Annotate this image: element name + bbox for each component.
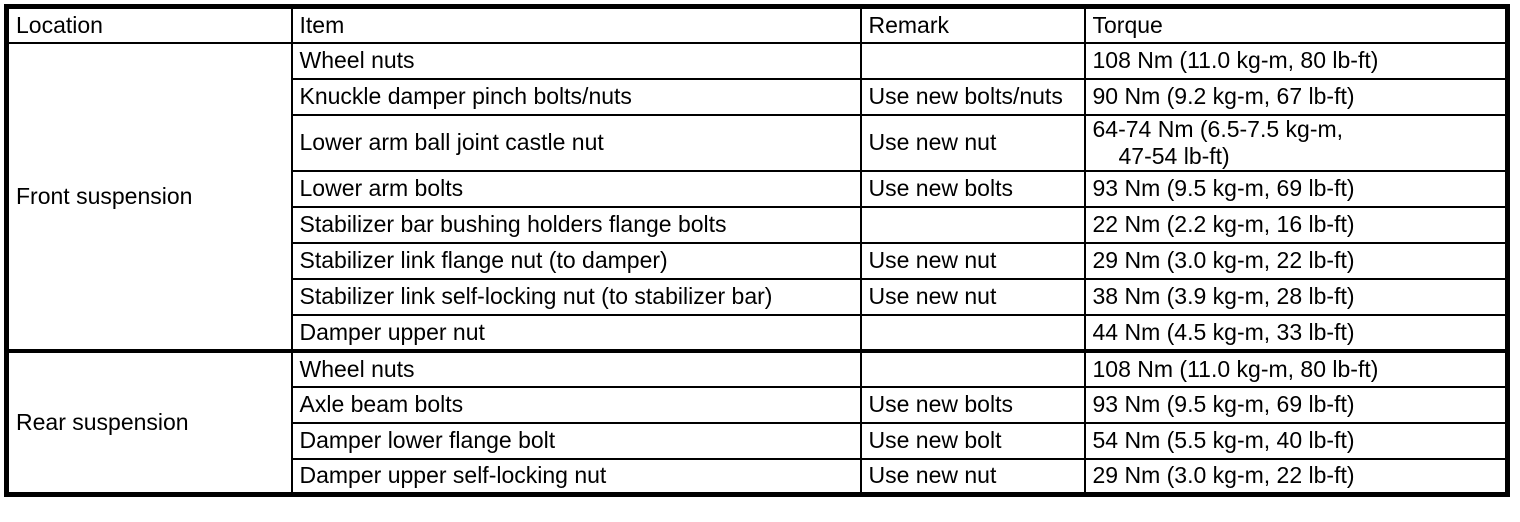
location-cell: Rear suspension	[6, 348, 293, 496]
column-header-location: Location	[6, 5, 293, 44]
torque-line-1: 64-74 Nm (6.5-7.5 kg-m,	[1092, 115, 1344, 142]
remark-cell: Use new bolt	[859, 421, 1086, 460]
remark-cell: Use new nut	[859, 113, 1086, 172]
item-cell: Lower arm bolts	[290, 169, 862, 208]
torque-specifications-table: Location Item Remark Torque Front suspen…	[4, 4, 1510, 498]
torque-cell: 90 Nm (9.2 kg-m, 67 lb-ft)	[1083, 77, 1508, 116]
item-cell: Damper upper nut	[290, 313, 862, 352]
remark-cell	[859, 205, 1086, 244]
item-cell: Stabilizer link self-locking nut (to sta…	[290, 277, 862, 316]
item-cell: Damper upper self-locking nut	[290, 457, 862, 495]
torque-cell: 108 Nm (11.0 kg-m, 80 lb-ft)	[1083, 41, 1508, 80]
remark-cell: Use new nut	[859, 457, 1086, 495]
torque-cell: 38 Nm (3.9 kg-m, 28 lb-ft)	[1083, 277, 1508, 316]
column-header-remark: Remark	[859, 5, 1086, 44]
torque-cell: 22 Nm (2.2 kg-m, 16 lb-ft)	[1083, 205, 1508, 244]
item-cell: Damper lower flange bolt	[290, 421, 862, 460]
column-header-torque: Torque	[1083, 5, 1508, 44]
item-cell: Wheel nuts	[290, 348, 862, 388]
table-row: Stabilizer link flange nut (to damper)Us…	[7, 241, 1508, 280]
remark-cell: Use new nut	[859, 277, 1086, 316]
location-cell: Front suspension	[6, 41, 293, 352]
item-cell: Axle beam bolts	[290, 385, 862, 424]
torque-cell: 93 Nm (9.5 kg-m, 69 lb-ft)	[1083, 169, 1508, 208]
column-header-item: Item	[290, 5, 862, 44]
torque-cell: 64-74 Nm (6.5-7.5 kg-m,47-54 lb-ft)	[1083, 113, 1508, 172]
table-row: Stabilizer bar bushing holders flange bo…	[7, 205, 1508, 244]
remark-cell	[859, 313, 1086, 352]
item-cell: Wheel nuts	[290, 41, 862, 80]
remark-cell	[859, 348, 1086, 388]
torque-cell: 44 Nm (4.5 kg-m, 33 lb-ft)	[1083, 313, 1508, 352]
item-cell: Stabilizer bar bushing holders flange bo…	[290, 205, 862, 244]
remark-cell: Use new bolts	[859, 385, 1086, 424]
torque-cell: 108 Nm (11.0 kg-m, 80 lb-ft)	[1083, 348, 1508, 388]
table-row: Stabilizer link self-locking nut (to sta…	[7, 277, 1508, 316]
torque-cell: 93 Nm (9.5 kg-m, 69 lb-ft)	[1083, 385, 1508, 424]
torque-line-2: 47-54 lb-ft)	[1118, 142, 1230, 169]
remark-cell: Use new nut	[859, 241, 1086, 280]
torque-cell: 29 Nm (3.0 kg-m, 22 lb-ft)	[1083, 457, 1508, 495]
torque-cell: 29 Nm (3.0 kg-m, 22 lb-ft)	[1083, 241, 1508, 280]
table-header: Location Item Remark Torque	[6, 5, 1508, 44]
remark-cell: Use new bolts	[859, 169, 1086, 208]
item-cell: Stabilizer link flange nut (to damper)	[290, 241, 862, 280]
table-row: Damper upper nut 44 Nm (4.5 kg-m, 33 lb-f…	[7, 313, 1508, 352]
torque-specifications-table-wrapper: Location Item Remark Torque Front suspen…	[4, 4, 1510, 498]
item-cell: Knuckle damper pinch bolts/nuts	[290, 77, 862, 116]
remark-cell	[859, 41, 1086, 80]
table-header-row: Location Item Remark Torque	[6, 5, 1508, 44]
torque-cell: 54 Nm (5.5 kg-m, 40 lb-ft)	[1083, 421, 1508, 460]
item-cell: Lower arm ball joint castle nut	[290, 113, 862, 172]
remark-cell: Use new bolts/nuts	[859, 77, 1086, 116]
